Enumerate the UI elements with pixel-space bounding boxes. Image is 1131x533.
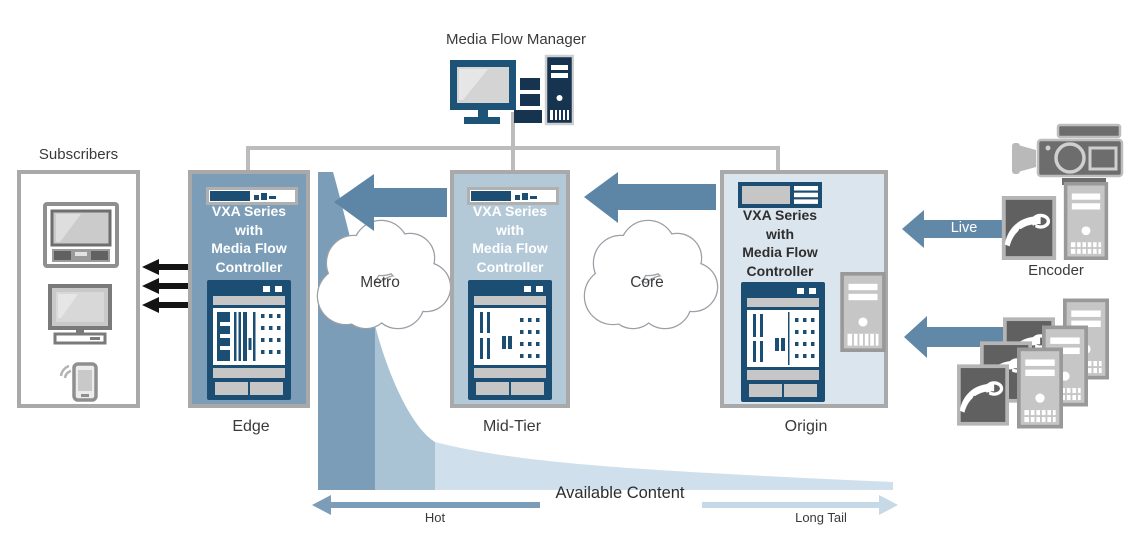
core-cloud-label: Core [630,274,664,291]
media-file-icon [957,364,1009,426]
longtail-axis-arrow [702,495,898,515]
origin-to-midtier-arrow [584,172,716,223]
subscribers-label: Subscribers [38,146,119,163]
media-flow-manager-label: Media Flow Manager [445,31,587,48]
metro-cloud-fill [318,221,450,328]
subscribers-box [17,170,140,408]
edge-caption: Edge [232,418,270,435]
live-arrow [902,210,1004,248]
midtier-device-label: VXA Series with Media Flow Controller [472,203,548,275]
router-chassis-icon [468,280,552,400]
server-tower-icon [840,272,886,352]
origin-caption: Origin [784,418,828,435]
appliance-icon [467,187,559,205]
server-tower-icon [1063,182,1109,260]
long-tail-label: Long Tail [795,510,847,525]
midtier-to-edge-arrow [334,174,447,231]
router-chassis-icon [741,282,825,402]
origin-device-label: VXA Series with Media Flow Controller [742,207,818,279]
core-cloud-fill [585,221,717,328]
hot-axis-arrow [312,495,540,515]
media-file-icon [1001,196,1057,260]
edge-node-box: VXA Series with Media Flow Controller [188,170,310,408]
midtier-caption: Mid-Tier [482,418,542,435]
live-label: Live [950,220,978,236]
management-workstation-icon [450,54,574,126]
appliance-icon [738,182,822,208]
encoder-label: Encoder [1028,262,1084,279]
edge-device-label: VXA Series with Media Flow Controller [211,203,287,275]
desktop-computer-icon [48,284,112,345]
server-tower-icon [1017,347,1063,429]
appliance-icon [206,187,298,205]
video-camera-icon [1012,123,1124,185]
edge-to-subscriber-arrows [142,259,190,313]
management-connector-lines [246,112,780,178]
midtier-node-box: VXA Series with Media Flow Controller [450,170,570,408]
hot-label: Hot [424,510,446,525]
curve-longtail-segment [435,442,893,490]
mobile-phone-icon [59,362,98,402]
content-to-origin-arrow [904,316,1008,358]
tv-icon [43,202,119,268]
router-chassis-icon [207,280,291,400]
metro-cloud-label: Metro [360,274,400,291]
available-content-label: Available Content [555,484,685,502]
origin-node-box: VXA Series with Media Flow Controller [720,170,888,408]
curve-warm-segment [375,325,435,490]
